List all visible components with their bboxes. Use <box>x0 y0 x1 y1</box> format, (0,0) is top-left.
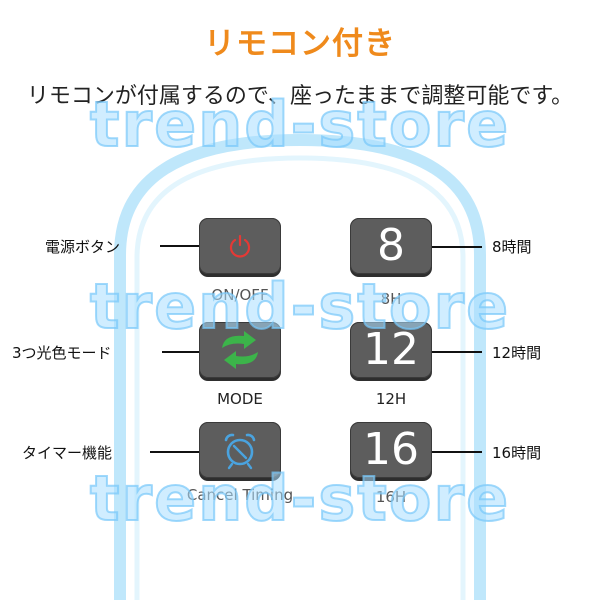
timer-callout: タイマー機能 <box>22 444 113 462</box>
power-callout-line <box>160 245 200 247</box>
mode-arrows-icon <box>222 331 258 369</box>
h16-callout: 16時間 <box>492 444 542 462</box>
power-icon <box>229 234 251 258</box>
timer-button-label: Cancel Timing <box>186 486 294 504</box>
timer-button[interactable] <box>199 422 281 478</box>
power-button-label: ON/OFF <box>211 286 269 304</box>
alarm-clock-icon <box>224 433 256 470</box>
16h-button[interactable]: 16 <box>350 422 432 478</box>
12h-button-number: 12 <box>363 324 419 375</box>
mode-button[interactable] <box>199 322 281 378</box>
power-button[interactable] <box>199 218 281 274</box>
timer-callout-line <box>150 451 200 453</box>
h16-callout-line <box>432 451 482 453</box>
page-title: リモコン付き <box>204 26 396 62</box>
8h-button-number: 8 <box>377 220 405 271</box>
power-callout: 電源ボタン <box>45 238 121 256</box>
16h-button-number: 16 <box>363 424 419 475</box>
mode-button-label: MODE <box>217 390 263 408</box>
h8-callout-line <box>432 246 482 248</box>
mode-callout-line <box>162 351 200 353</box>
12h-button[interactable]: 12 <box>350 322 432 378</box>
h12-callout-line <box>432 351 482 353</box>
page-subtitle: リモコンが付属するので、座ったままで調整可能です。 <box>26 84 574 109</box>
mode-callout: 3つ光色モード <box>12 344 112 362</box>
h12-callout: 12時間 <box>492 344 542 362</box>
8h-button-label: 8H <box>380 290 402 308</box>
h8-callout: 8時間 <box>492 238 532 256</box>
12h-button-label: 12H <box>375 390 407 408</box>
8h-button[interactable]: 8 <box>350 218 432 274</box>
16h-button-label: 16H <box>375 488 407 506</box>
